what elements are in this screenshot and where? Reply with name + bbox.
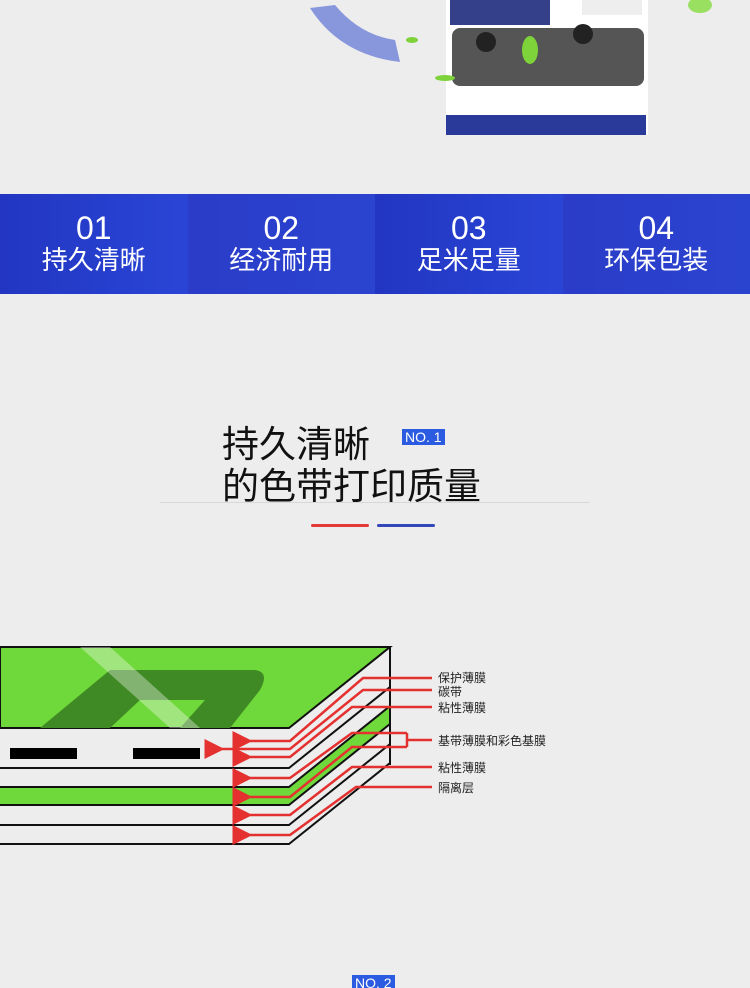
feature-number: 02	[263, 210, 300, 246]
section-badge-2: NO. 2	[352, 975, 395, 988]
section-title: 持久清晰 的色带打印质量	[222, 424, 481, 508]
tape-cartridge-image	[310, 0, 712, 135]
divider	[160, 502, 590, 503]
feature-number: 01	[75, 210, 112, 246]
feature-number: 04	[638, 210, 675, 246]
layer-label: 保护薄膜	[438, 670, 486, 685]
red-accent-bar	[311, 524, 369, 527]
feature-number: 03	[450, 210, 487, 246]
layer-label: 基带薄膜和彩色基膜	[438, 733, 546, 748]
layer-label: 碳带	[438, 685, 462, 699]
print-mark	[10, 748, 77, 759]
feature-label: 环保包装	[604, 246, 709, 276]
pointer-lines	[204, 676, 432, 845]
layer-label: 粘性薄膜	[438, 700, 486, 715]
blue-accent-bar	[377, 524, 435, 527]
print-mark	[133, 748, 200, 759]
arrow-icon	[310, 5, 400, 62]
layer-diagram: 保护薄膜 碳带 粘性薄膜 基带薄膜和彩色基膜 粘性薄膜 隔离层	[0, 646, 546, 845]
title-line-1: 持久清晰	[222, 423, 370, 466]
feature-label: 经济耐用	[229, 246, 334, 276]
layer-label: 隔离层	[438, 780, 474, 795]
feature-label: 持久清晰	[41, 246, 146, 276]
title-line-2: 的色带打印质量	[222, 465, 481, 508]
feature-label: 足米足量	[416, 246, 521, 276]
green-layer	[0, 706, 390, 805]
layer-label: 粘性薄膜	[438, 760, 486, 775]
section-badge: NO. 1	[402, 429, 445, 445]
